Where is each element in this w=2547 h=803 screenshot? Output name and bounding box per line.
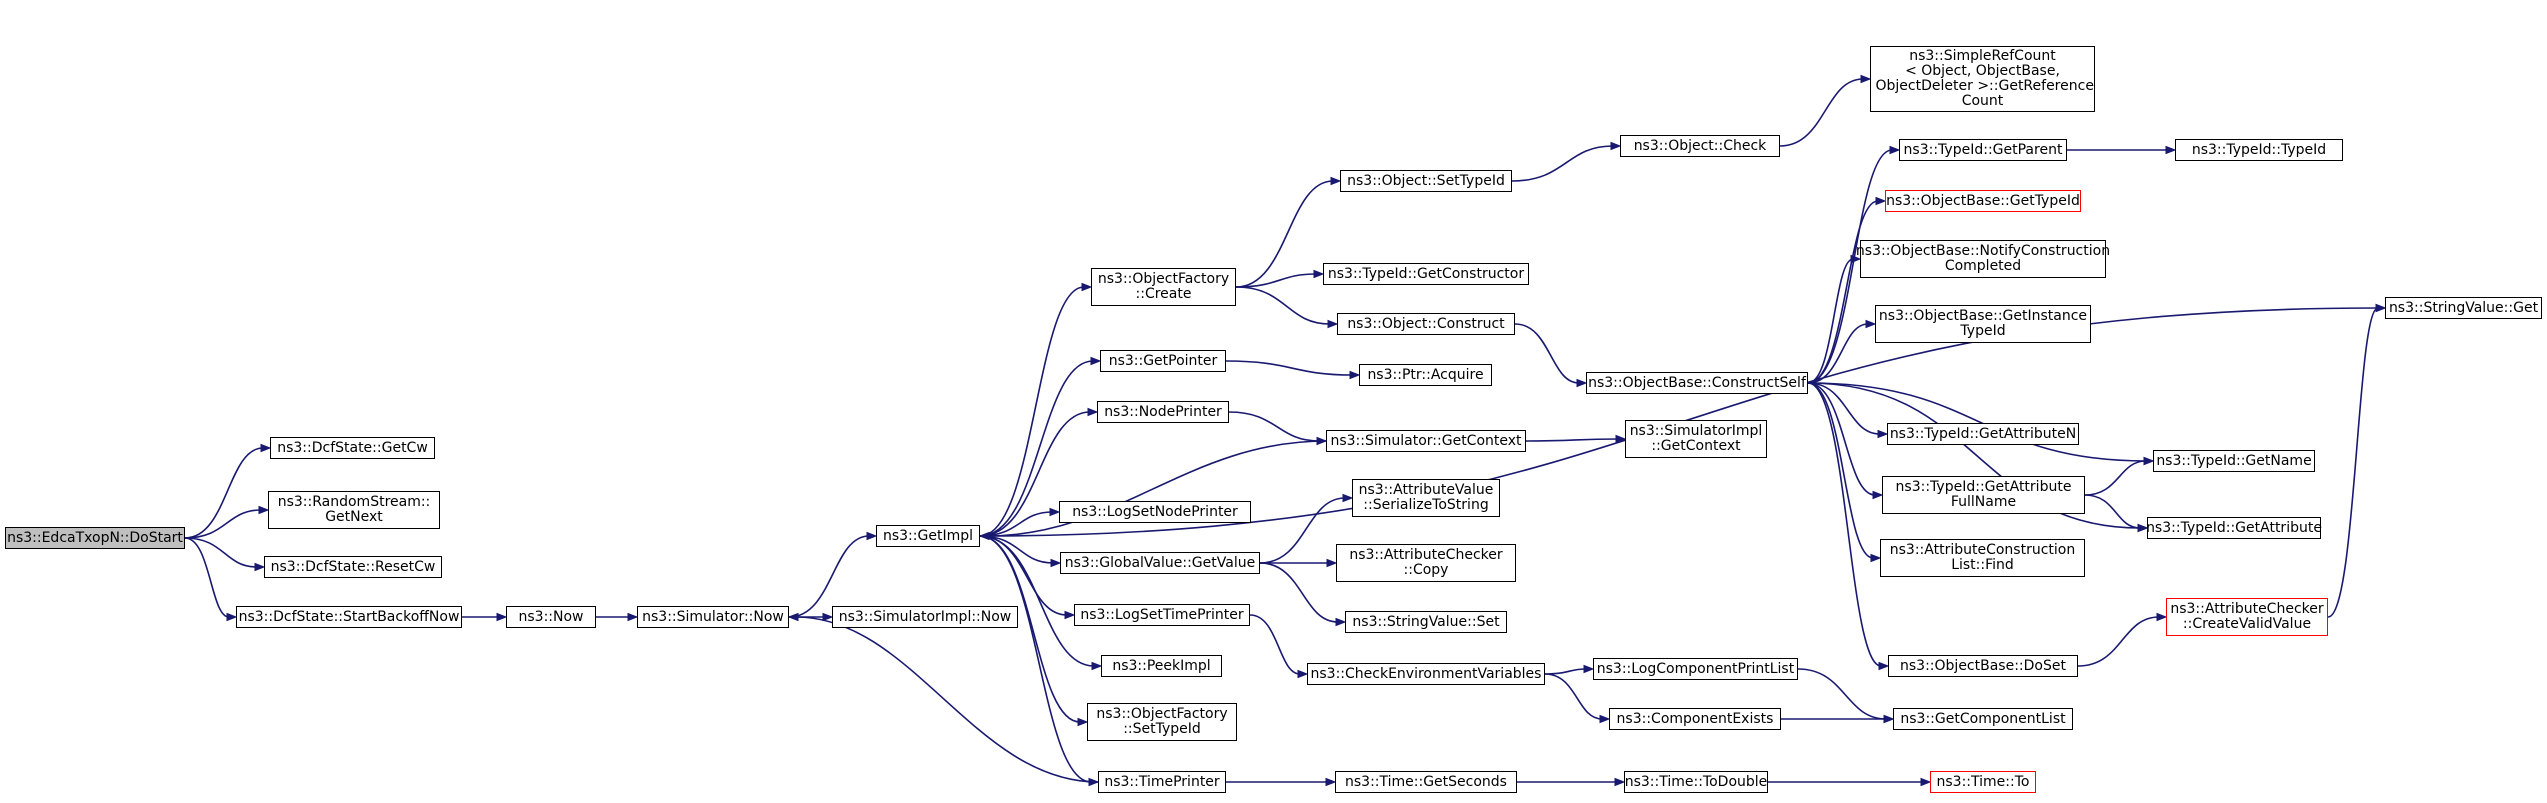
node-ns3-objectfactory-create[interactable]: ns3::ObjectFactory ::Create <box>1091 268 1236 306</box>
edge-n13-n25 <box>1259 562 1339 623</box>
edge-n8-n9 <box>979 286 1085 537</box>
node-ns3-getimpl[interactable]: ns3::GetImpl <box>876 525 980 547</box>
node-ns3-objectbase-constructself[interactable]: ns3::ObjectBase::ConstructSelf <box>1586 372 1808 394</box>
node-ns3-typeid-getconstructor[interactable]: ns3::TypeId::GetConstructor <box>1323 263 1529 285</box>
edge-n40-n47 <box>2084 494 2141 529</box>
node-ns3-typeid-getparent[interactable]: ns3::TypeId::GetParent <box>1899 139 2067 161</box>
node-ns3-stringvalue-set[interactable]: ns3::StringValue::Set <box>1345 611 1507 633</box>
node-ns3-getpointer[interactable]: ns3::GetPointer <box>1100 350 1226 372</box>
edge-n42-n48 <box>2077 616 2160 667</box>
edge-n0-n2 <box>184 509 262 539</box>
edge-n40-n46 <box>2084 460 2147 496</box>
edge-n22-n30 <box>1525 438 1619 442</box>
edge-n14-n26 <box>1249 614 1301 675</box>
node-ns3-objectfactory-settypeid[interactable]: ns3::ObjectFactory ::SetTypeId <box>1087 703 1237 741</box>
edge-n29-n36 <box>1807 200 1879 384</box>
node-ns3-object-settypeid[interactable]: ns3::Object::SetTypeId <box>1340 170 1512 192</box>
node-ns3-object-check[interactable]: ns3::Object::Check <box>1620 135 1780 157</box>
edge-n8-n15 <box>979 535 1095 667</box>
edge-n8-n17 <box>979 535 1092 783</box>
node-ns3-objectbase-getinstance-typeid[interactable]: ns3::ObjectBase::GetInstance TypeId <box>1875 305 2091 343</box>
edge-n8-n11 <box>979 411 1091 537</box>
edge-n29-n39 <box>1807 382 1881 435</box>
edge-n31-n43 <box>1797 668 1887 720</box>
node-ns3-typeid-getattribute-fullname[interactable]: ns3::TypeId::GetAttribute FullName <box>1882 476 2085 514</box>
node-ns3-globalvalue-getvalue[interactable]: ns3::GlobalValue::GetValue <box>1060 552 1260 574</box>
edge-n48-n49 <box>2327 307 2379 618</box>
edge-n17-n6 <box>795 616 1099 783</box>
node-ns3-simulatorimpl-now[interactable]: ns3::SimulatorImpl::Now <box>832 606 1018 628</box>
node-ns3-simulator-now[interactable]: ns3::Simulator::Now <box>637 606 789 628</box>
node-ns3-objectbase-gettypeid[interactable]: ns3::ObjectBase::GetTypeId <box>1885 190 2081 212</box>
edge-n28-n34 <box>1779 78 1864 147</box>
node-ns3-attributeconstruction-list-find[interactable]: ns3::AttributeConstruction List::Find <box>1880 539 2085 577</box>
edge-n8-n10 <box>979 360 1094 537</box>
edge-n9-n18 <box>1235 180 1334 288</box>
node-ns3-componentexists[interactable]: ns3::ComponentExists <box>1609 708 1781 730</box>
edge-n6-n8 <box>788 535 870 618</box>
node-ns3-simplerefcount-object-objectbase-objectdeleter-getreference-count[interactable]: ns3::SimpleRefCount < Object, ObjectBase… <box>1870 46 2095 112</box>
node-ns3-randomstream-getnext[interactable]: ns3::RandomStream:: GetNext <box>268 491 440 529</box>
node-ns3-dcfstate-resetcw[interactable]: ns3::DcfState::ResetCw <box>264 556 442 578</box>
edge-n11-n22 <box>1228 411 1320 442</box>
edge-n26-n31 <box>1544 668 1587 675</box>
node-ns3-logsetnodeprinter[interactable]: ns3::LogSetNodePrinter <box>1059 501 1251 523</box>
node-ns3-objectbase-notifyconstruction-completed[interactable]: ns3::ObjectBase::NotifyConstruction Comp… <box>1856 240 2110 278</box>
node-ns3-attributevalue-serializetostring[interactable]: ns3::AttributeValue ::SerializeToString <box>1352 479 1500 517</box>
node-ns3-attributechecker-copy[interactable]: ns3::AttributeChecker ::Copy <box>1336 544 1516 582</box>
edge-n29-n37 <box>1807 258 1854 384</box>
node-ns3-ptr-acquire[interactable]: ns3::Ptr::Acquire <box>1359 364 1492 386</box>
edge-n9-n19 <box>1235 273 1317 288</box>
node-ns3-edcatxopn-dostart: ns3::EdcaTxopN::DoStart <box>5 527 185 549</box>
node-ns3-time-getseconds[interactable]: ns3::Time::GetSeconds <box>1335 771 1517 793</box>
edge-n29-n40 <box>1807 382 1876 496</box>
edge-n18-n28 <box>1511 145 1614 182</box>
node-ns3-object-construct[interactable]: ns3::Object::Construct <box>1337 313 1515 335</box>
node-ns3-logsettimeprinter[interactable]: ns3::LogSetTimePrinter <box>1074 604 1250 626</box>
node-ns3-time-to[interactable]: ns3::Time::To <box>1930 771 2036 793</box>
node-ns3-now[interactable]: ns3::Now <box>506 606 596 628</box>
node-ns3-getcomponentlist[interactable]: ns3::GetComponentList <box>1893 708 2073 730</box>
node-ns3-timeprinter[interactable]: ns3::TimePrinter <box>1098 771 1226 793</box>
node-ns3-peekimpl[interactable]: ns3::PeekImpl <box>1101 655 1222 677</box>
edge-arrowhead <box>2375 303 2387 313</box>
edge-n20-n29 <box>1514 323 1580 384</box>
edge-n0-n1 <box>184 447 264 539</box>
edge-n29-n42 <box>1807 382 1882 667</box>
node-ns3-logcomponentprintlist[interactable]: ns3::LogComponentPrintList <box>1593 658 1798 680</box>
node-ns3-typeid-getattribute[interactable]: ns3::TypeId::GetAttribute <box>2146 517 2322 539</box>
node-ns3-typeid-typeid[interactable]: ns3::TypeId::TypeId <box>2175 139 2343 161</box>
node-ns3-simulator-getcontext[interactable]: ns3::Simulator::GetContext <box>1326 430 1526 452</box>
node-ns3-stringvalue-get[interactable]: ns3::StringValue::Get <box>2385 297 2542 319</box>
node-ns3-time-todouble[interactable]: ns3::Time::ToDouble <box>1624 771 1768 793</box>
edge-n0-n4 <box>184 537 230 618</box>
edge-n29-n38 <box>1807 323 1869 384</box>
node-ns3-typeid-getname[interactable]: ns3::TypeId::GetName <box>2153 450 2315 472</box>
node-ns3-simulatorimpl-getcontext[interactable]: ns3::SimulatorImpl ::GetContext <box>1625 420 1767 458</box>
node-ns3-objectbase-doset[interactable]: ns3::ObjectBase::DoSet <box>1888 655 2078 677</box>
node-ns3-typeid-getattributen[interactable]: ns3::TypeId::GetAttributeN <box>1887 423 2079 445</box>
edge-n22-n8 <box>986 440 1327 537</box>
node-ns3-attributechecker-createvalidvalue[interactable]: ns3::AttributeChecker ::CreateValidValue <box>2166 598 2328 636</box>
edge-n29-n41 <box>1807 382 1874 559</box>
edge-n0-n3 <box>184 537 258 568</box>
node-ns3-nodeprinter[interactable]: ns3::NodePrinter <box>1097 401 1229 423</box>
edge-n13-n23 <box>1259 497 1346 564</box>
edge-n26-n32 <box>1544 673 1603 720</box>
edge-n29-n47 <box>1807 382 2141 529</box>
edge-n10-n21 <box>1225 360 1353 376</box>
node-ns3-checkenvironmentvariables[interactable]: ns3::CheckEnvironmentVariables <box>1307 663 1545 685</box>
node-ns3-dcfstate-getcw[interactable]: ns3::DcfState::GetCw <box>270 437 435 459</box>
edge-n29-n46 <box>1807 382 2147 462</box>
node-ns3-dcfstate-startbackoffnow[interactable]: ns3::DcfState::StartBackoffNow <box>236 606 462 628</box>
edge-n9-n20 <box>1235 286 1331 325</box>
